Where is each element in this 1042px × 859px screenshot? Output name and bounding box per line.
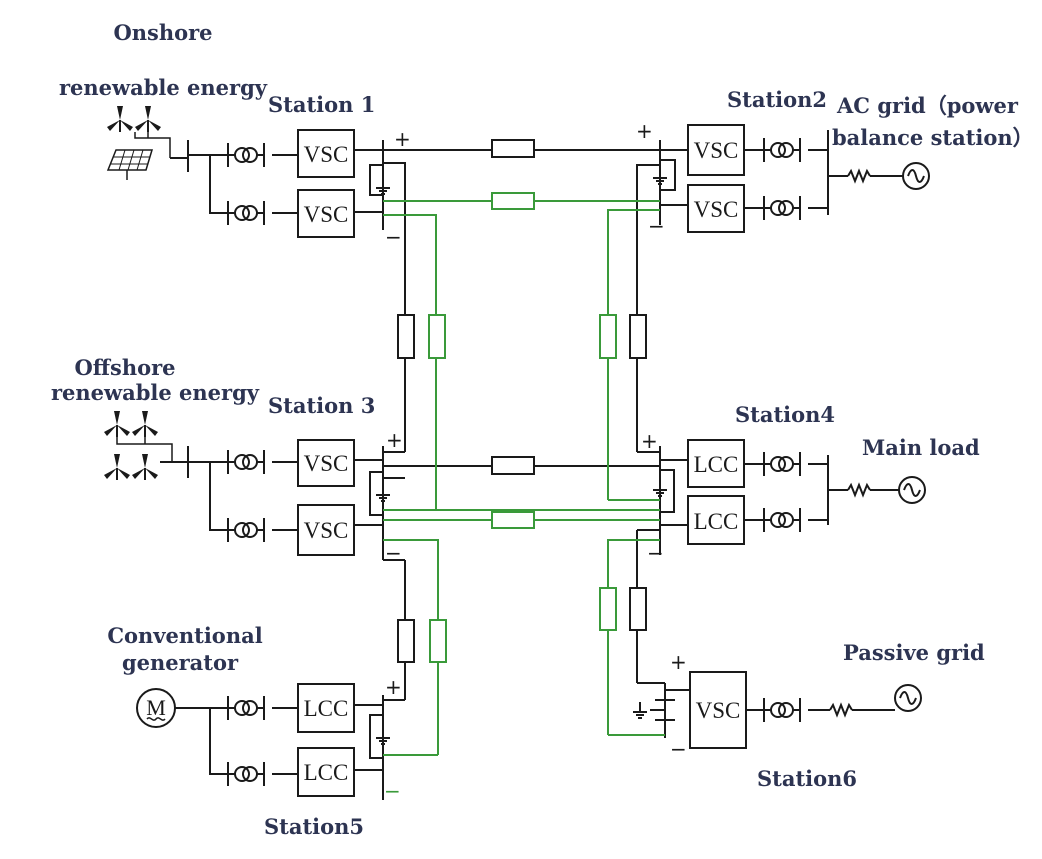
svg-text:M: M bbox=[146, 695, 166, 720]
svg-text:VSC: VSC bbox=[304, 518, 349, 543]
station3-converters: VSC VSC bbox=[297, 439, 355, 556]
station6-converter: VSC bbox=[689, 671, 747, 749]
mainload-label: Main load bbox=[862, 435, 980, 460]
svg-text:VSC: VSC bbox=[696, 698, 741, 723]
solar-panel-icon bbox=[106, 149, 154, 180]
motor-icon: M bbox=[136, 688, 208, 728]
svg-text:LCC: LCC bbox=[694, 452, 739, 477]
transformer-icon bbox=[763, 137, 801, 723]
svg-text:LCC: LCC bbox=[304, 760, 349, 785]
dc-line-resistor-green bbox=[428, 192, 617, 663]
station6-label: Station6 bbox=[757, 766, 857, 791]
station1-label: Station 1 bbox=[268, 92, 375, 117]
svg-text:−: − bbox=[670, 737, 687, 761]
station5-label: Station5 bbox=[264, 814, 364, 839]
offshore-label: Offshore renewable energy bbox=[51, 355, 260, 405]
station4-label: Station4 bbox=[735, 402, 835, 427]
svg-text:balance station）: balance station） bbox=[832, 125, 1034, 150]
svg-text:+: + bbox=[636, 119, 653, 143]
station3-label: Station 3 bbox=[268, 393, 375, 418]
svg-text:VSC: VSC bbox=[304, 142, 349, 167]
acgrid-label: AC grid（power balance station） bbox=[832, 93, 1034, 150]
ac-right-side bbox=[744, 130, 903, 711]
svg-text:LCC: LCC bbox=[694, 509, 739, 534]
svg-text:−: − bbox=[385, 225, 402, 249]
svg-text:+: + bbox=[641, 429, 658, 453]
svg-text:AC grid（power: AC grid（power bbox=[836, 93, 1019, 118]
svg-text:LCC: LCC bbox=[304, 696, 349, 721]
svg-text:renewable energy: renewable energy bbox=[51, 380, 260, 405]
passive-grid-label: Passive grid bbox=[843, 640, 985, 665]
dc-line-resistor-black bbox=[397, 139, 647, 663]
svg-text:VSC: VSC bbox=[304, 451, 349, 476]
svg-text:−: − bbox=[384, 779, 401, 803]
svg-text:VSC: VSC bbox=[694, 197, 739, 222]
svg-text:VSC: VSC bbox=[304, 202, 349, 227]
svg-text:+: + bbox=[670, 650, 687, 674]
svg-text:−: − bbox=[648, 214, 665, 238]
offshore-wind-icon bbox=[103, 410, 189, 481]
station2-converters: VSC VSC bbox=[687, 124, 745, 233]
svg-text:Conventional: Conventional bbox=[107, 623, 262, 648]
svg-text:+: + bbox=[385, 675, 402, 699]
svg-text:+: + bbox=[394, 127, 411, 151]
transformer-icon bbox=[227, 142, 265, 787]
onshore-label: Onshore renewable energy bbox=[59, 20, 268, 100]
wind-turbine-icon bbox=[106, 105, 189, 180]
svg-text:−: − bbox=[647, 541, 664, 565]
svg-text:Offshore: Offshore bbox=[74, 355, 175, 380]
dc-negative-network bbox=[383, 200, 665, 756]
polarity-marks: + − + − + − + − + − + − bbox=[384, 119, 687, 803]
svg-text:+: + bbox=[386, 428, 403, 452]
conventional-label: Conventional generator bbox=[107, 623, 262, 675]
station5-converters: LCC LCC bbox=[297, 683, 355, 797]
svg-text:−: − bbox=[385, 541, 402, 565]
svg-text:generator: generator bbox=[122, 650, 239, 675]
ac-feeders bbox=[188, 154, 298, 775]
station4-converters: LCC LCC bbox=[687, 439, 745, 545]
svg-text:Onshore: Onshore bbox=[113, 20, 212, 45]
station2-label: Station2 bbox=[727, 87, 827, 112]
station1-converters: VSC VSC bbox=[297, 129, 355, 238]
svg-text:VSC: VSC bbox=[694, 138, 739, 163]
svg-text:renewable energy: renewable energy bbox=[59, 75, 268, 100]
